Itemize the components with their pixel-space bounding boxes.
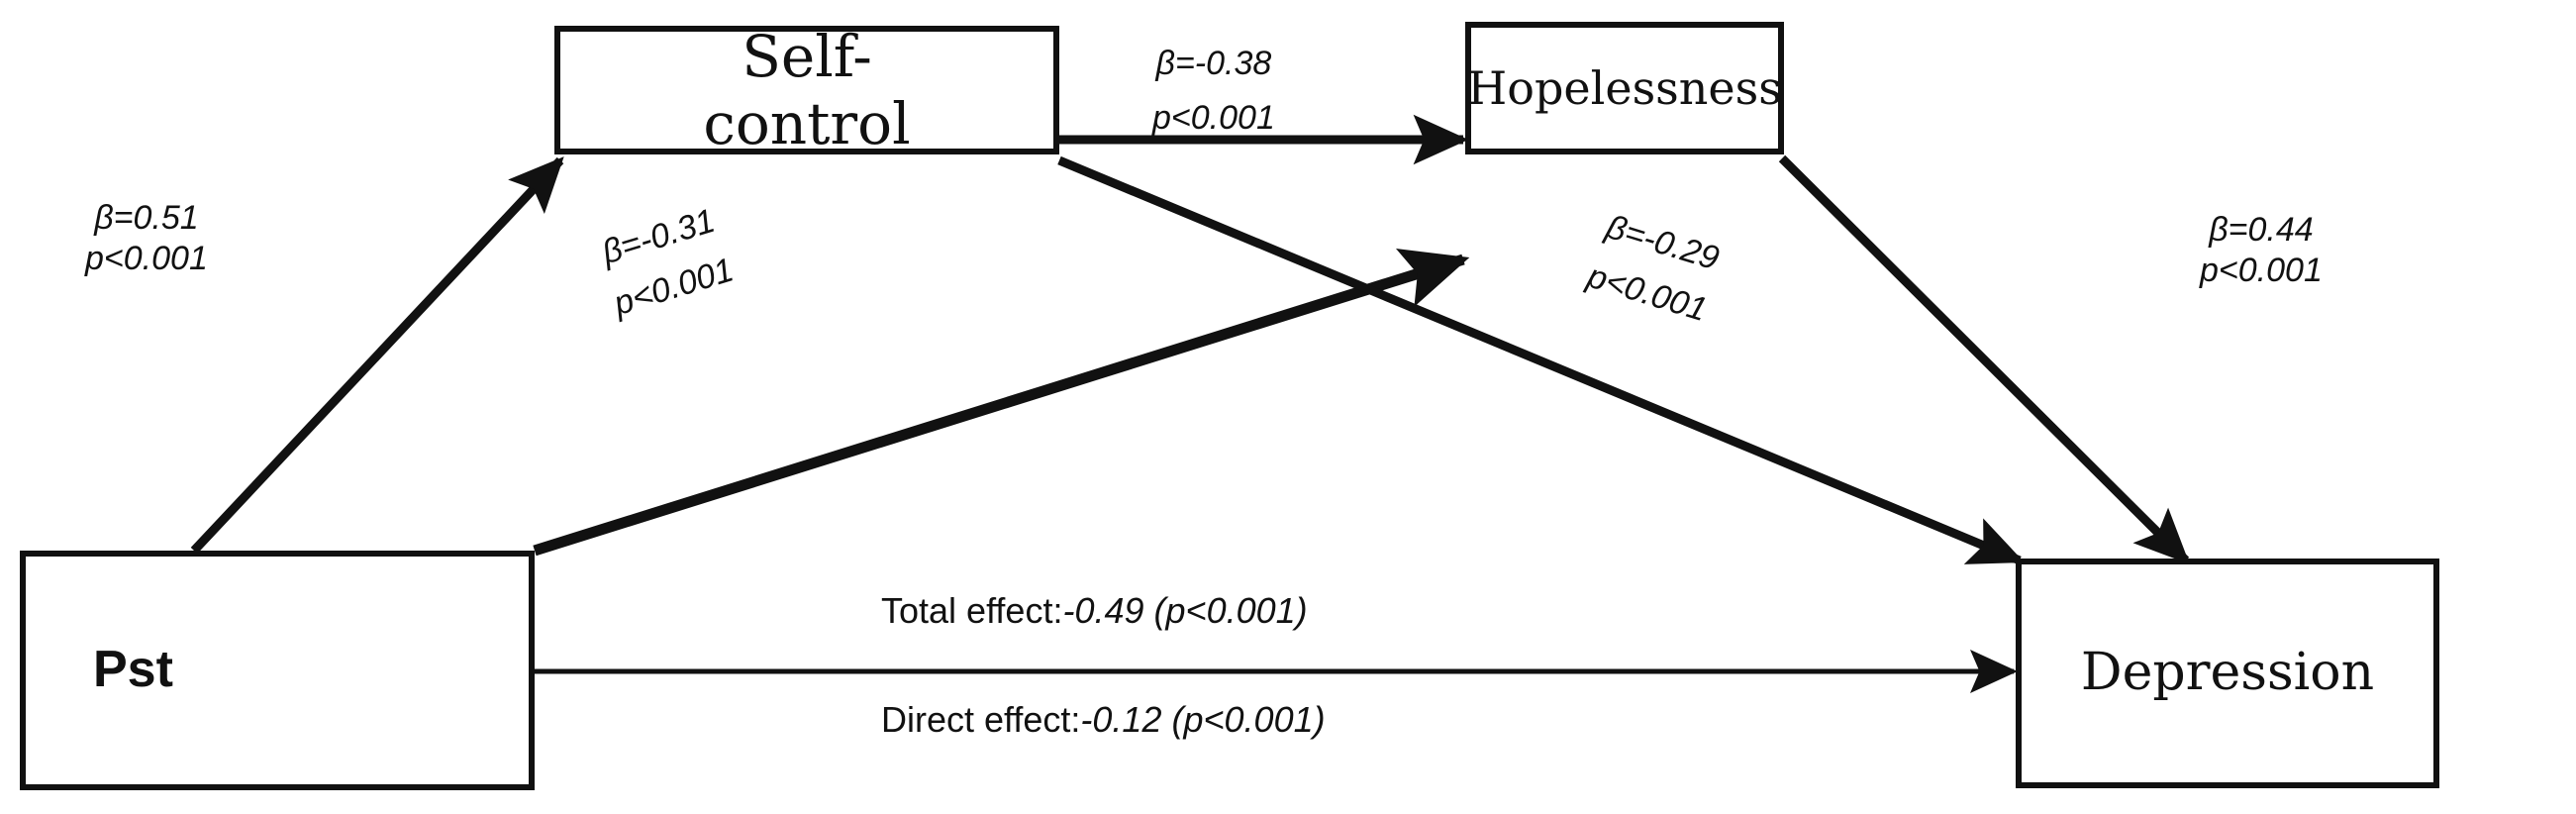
edge-hopelessness-to-depression [1778,154,2190,564]
direct-effect-p: (p<0.001) [1171,699,1326,740]
total-effect-value: -0.49 [1062,590,1144,631]
edge-self-control-to-depression [1057,155,2025,565]
node-pst-label: Pst [93,641,173,699]
node-depression[interactable]: Depression [2016,559,2439,788]
direct-effect-prefix: Direct effect: [881,699,1081,740]
edge-p-value: p<0.001 [85,239,208,277]
node-pst[interactable]: Pst [20,551,535,790]
edge-beta-value: β=0.51 [94,199,199,237]
node-depression-label: Depression [2080,643,2375,703]
node-self-control-label: Self- control [703,22,911,157]
edge-label-hopelessness-to-depression: β=0.44 p<0.001 [2200,210,2323,291]
node-hopelessness[interactable]: Hopelessness [1465,22,1784,154]
edge-label-pst-to-self-control: β=0.51 p<0.001 [85,198,208,279]
total-effect-p: (p<0.001) [1153,590,1308,631]
edge-beta-value: β=0.44 [2209,211,2314,249]
edge-p-value: p<0.001 [2200,251,2323,289]
total-effect-label: Total effect:-0.49 (p<0.001) [881,590,1308,632]
direct-effect-value: -0.12 [1080,699,1162,740]
edge-p-value: p<0.001 [1152,98,1275,137]
node-self-control[interactable]: Self- control [554,23,1059,157]
edge-beta-value: β=-0.38 [1155,45,1272,82]
total-effect-prefix: Total effect: [881,590,1063,631]
node-hopelessness-label: Hopelessness [1467,60,1782,115]
edge-pst-to-self-control [190,156,564,555]
edge-pst-to-hopelessness [533,249,1470,557]
direct-effect-label: Direct effect:-0.12 (p<0.001) [881,699,1326,741]
edge-label-self-control-to-hopelessness: β=-0.38 p<0.001 [1152,44,1275,139]
